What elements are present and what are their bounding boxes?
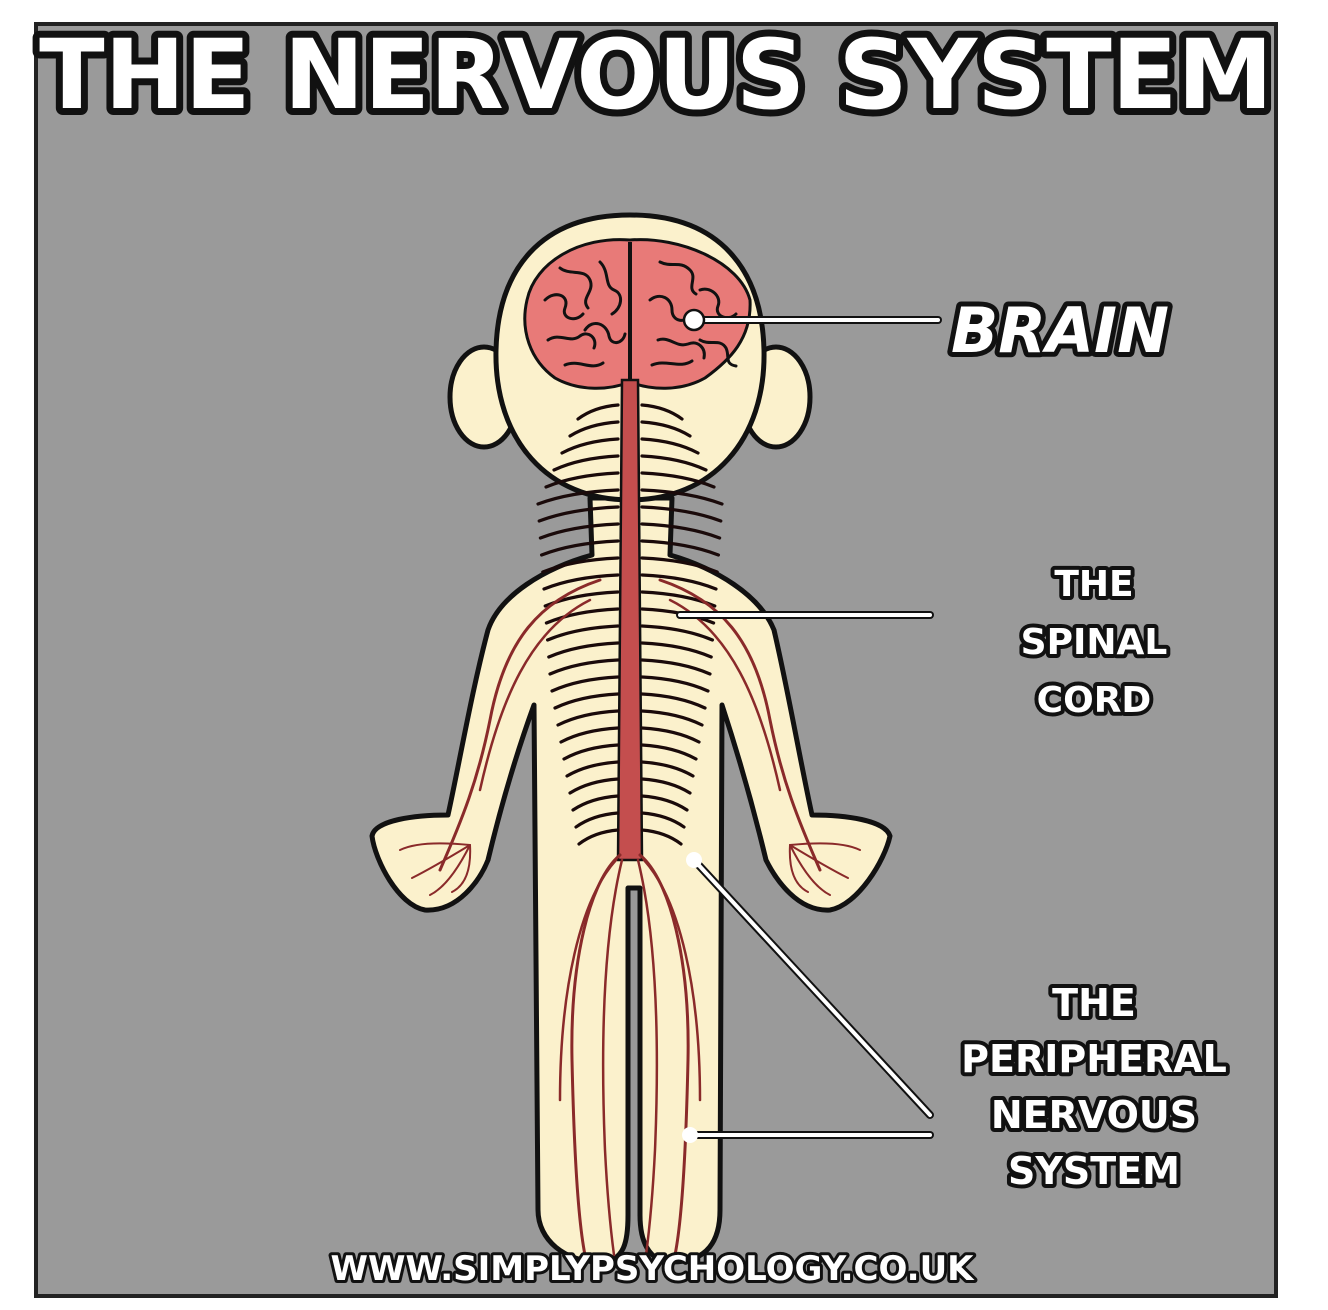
- nerve-branch: [640, 471, 716, 489]
- nerve-branch: [560, 437, 620, 455]
- brain-graphic: [523, 238, 752, 390]
- nerve-branch: [576, 403, 620, 421]
- nerve-branch: [559, 726, 620, 744]
- label-spinal-cord-line: CORD: [1037, 680, 1152, 721]
- nerve-branch: [429, 844, 471, 896]
- nerve-branch: [536, 488, 620, 506]
- nerve-branch: [568, 420, 620, 438]
- nerve-branch: [601, 858, 624, 1257]
- nerve-branch: [558, 858, 618, 1102]
- label-peripheral-line: NERVOUS: [991, 1093, 1197, 1137]
- nerve-branch: [550, 675, 620, 693]
- nerve-branch: [640, 760, 695, 778]
- nerve-branch: [640, 743, 698, 761]
- nerve-branch: [640, 454, 708, 472]
- nerve-branch: [640, 573, 718, 591]
- nerve-branch: [411, 844, 471, 879]
- nerve-branch: [640, 641, 713, 659]
- nerve-branch: [552, 454, 620, 472]
- nerve-branch: [537, 505, 620, 523]
- nerve-branch: [640, 675, 710, 693]
- nerve-branch: [658, 578, 822, 872]
- nerve-branch: [547, 641, 620, 659]
- nerve-branch: [478, 598, 592, 792]
- nerve-branch: [640, 658, 712, 676]
- nerve-branch: [565, 760, 620, 778]
- nerve-branch: [540, 539, 620, 557]
- nerve-branch: [789, 842, 861, 851]
- nerve-branch: [788, 844, 809, 893]
- nerve-branch: [546, 624, 620, 642]
- nerve-branch: [577, 828, 620, 846]
- label-peripheral-nervous-system: THE PERIPHERAL NERVOUS SYSTEM: [957, 977, 1231, 1197]
- nerve-branch: [438, 578, 602, 872]
- label-spinal-cord: THE SPINAL CORD: [1017, 560, 1172, 725]
- nerve-branch: [548, 658, 620, 676]
- nerve-branch: [541, 556, 620, 574]
- label-peripheral-line: THE: [1052, 981, 1136, 1025]
- spinal-cord-graphic: [616, 378, 644, 862]
- nerve-branch: [544, 607, 620, 625]
- label-spinal-cord-line: SPINAL: [1021, 622, 1168, 663]
- nerve-branch: [789, 844, 831, 896]
- label-peripheral-line: PERIPHERAL: [961, 1037, 1227, 1081]
- nerve-branch: [451, 844, 472, 893]
- nerve-branch: [640, 777, 692, 795]
- nerve-branch: [640, 726, 701, 744]
- nerve-branch: [640, 420, 692, 438]
- nerve-branch: [640, 488, 724, 506]
- nerve-branch: [640, 692, 707, 710]
- nerve-branch: [562, 743, 620, 761]
- nerve-branch: [538, 522, 620, 540]
- nerve-branch: [642, 858, 702, 1102]
- label-brain: BRAIN: [951, 294, 1169, 367]
- nerve-branch: [542, 573, 620, 591]
- label-peripheral-line: SYSTEM: [1008, 1149, 1180, 1193]
- website-url: WWW.SIMPLYPSYCHOLOGY.CO.UK: [330, 1249, 975, 1289]
- peripheral-nerves: [399, 403, 861, 1257]
- label-spinal-cord-line: THE: [1054, 564, 1133, 605]
- nerve-branch: [640, 794, 689, 812]
- nerve-branch: [640, 539, 720, 557]
- nerve-branch: [574, 811, 620, 829]
- nerve-branch: [640, 709, 704, 727]
- nerve-branch: [399, 842, 471, 851]
- nerve-branch: [556, 709, 620, 727]
- nerve-branch: [571, 794, 620, 812]
- nerve-branch: [640, 403, 684, 421]
- nerve-branch: [640, 624, 714, 642]
- nerve-branch: [553, 692, 620, 710]
- body-outline: [369, 495, 893, 1265]
- nerve-branch: [636, 858, 659, 1257]
- nerve-branch: [640, 437, 700, 455]
- nerve-branch: [789, 844, 849, 879]
- nerve-branch: [568, 777, 620, 795]
- nerve-branch: [544, 471, 620, 489]
- nerve-branch: [640, 522, 722, 540]
- page-title: THE NERVOUS SYSTEM: [39, 19, 1273, 131]
- nerve-branch: [640, 505, 723, 523]
- nerve-branch: [640, 811, 686, 829]
- leader-lines: [676, 308, 942, 1143]
- nerve-branch: [640, 828, 683, 846]
- nerve-branch: [640, 556, 719, 574]
